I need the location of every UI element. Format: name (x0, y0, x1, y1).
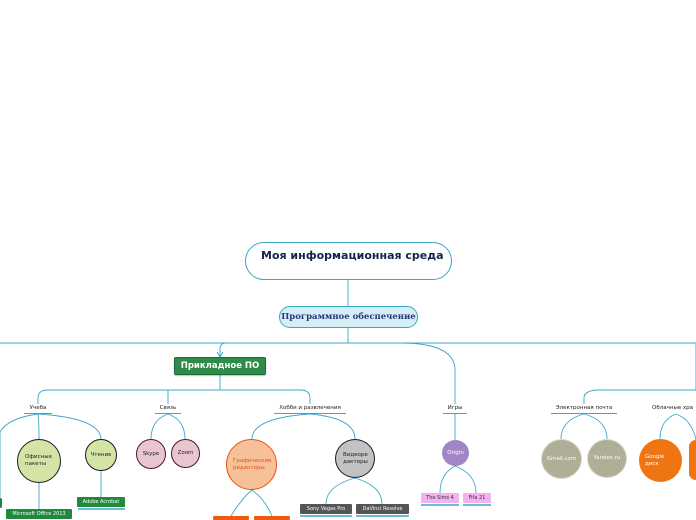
edge-to-email (583, 389, 601, 404)
root-node[interactable]: Моя информационная среда (245, 242, 452, 280)
node-yandex-label: Yandex.ru (593, 455, 621, 461)
leaf-sims[interactable]: The Sims 4 (421, 493, 459, 503)
leaf-fifa-label: Fifa 21 (468, 495, 486, 501)
edge-study-left (0, 413, 39, 433)
edge-to-hobby (299, 389, 311, 404)
edge-connection-zoom (167, 413, 186, 440)
category-games[interactable]: Игры (443, 404, 467, 414)
leaf-ms-office[interactable]: Microsoft Office 2013 (6, 509, 72, 519)
node-google-disk[interactable]: Google диск (639, 439, 682, 482)
leaf-sony-vegas[interactable]: Sony Vegas Pro (300, 504, 352, 514)
node-office-label: Офисные пакеты (25, 454, 52, 467)
leaf-partial-left[interactable] (0, 498, 2, 508)
category-connection[interactable]: Связь (155, 404, 181, 414)
main-node[interactable]: Программное обеспечение (279, 306, 418, 328)
leaf-davinci[interactable]: DaVinci Resolve (356, 504, 409, 514)
category-study[interactable]: Учеба (24, 404, 52, 414)
edge-hobby-video (309, 413, 356, 440)
leaf-sony-label: Sony Vegas Pro (306, 506, 346, 512)
node-graphic-editors[interactable]: Графические редакторы (226, 439, 277, 490)
branch-node-applied[interactable]: Прикладное ПО (174, 357, 266, 375)
node-gmail[interactable]: Gmail.com (541, 439, 582, 479)
category-study-label: Учеба (29, 405, 47, 411)
node-reading[interactable]: Чтение (85, 439, 117, 471)
edge-cloud-second (675, 413, 696, 441)
node-reading-label: Чтение (90, 451, 112, 458)
node-zoom-label: Zoom (177, 450, 194, 456)
node-office[interactable]: Офисные пакеты (17, 439, 61, 483)
edge-origin-sims (439, 465, 456, 494)
node-cloud-partial[interactable] (689, 440, 696, 480)
category-games-label: Игры (447, 405, 463, 411)
edge-email-yandex (583, 413, 608, 440)
root-title: Моя информационная среда (261, 249, 444, 262)
category-hobby[interactable]: Хобби и развлечения (274, 404, 346, 414)
edge-bus-prikl (219, 342, 227, 357)
main-node-label: Программное обеспечение (281, 312, 416, 322)
node-video-editors[interactable]: Видеоре дакторы (335, 439, 375, 478)
edge-cloud-gdisk (659, 413, 677, 440)
edge-email-gmail (560, 413, 585, 440)
leaf-adobe-label: Adobe Acrobat (82, 499, 120, 505)
node-gdisk-label: Google диск (645, 453, 665, 467)
edge-bus-games (399, 342, 456, 404)
category-email-label: Электронная почта (555, 405, 613, 411)
leaf-adobe-acrobat[interactable]: Adobe Acrobat (77, 497, 125, 507)
node-origin-label: Origin (447, 449, 464, 456)
category-hobby-label: Хобби и развлечения (279, 405, 341, 411)
edge-graphic-leaf1 (230, 489, 253, 517)
node-origin[interactable]: Origin (442, 440, 469, 466)
leaf-msoffice-label: Microsoft Office 2013 (12, 511, 66, 517)
leaf-sims-label: The Sims 4 (426, 495, 454, 501)
category-cloud-label: Облачные хра (652, 405, 694, 411)
leaf-graphic-2[interactable] (254, 516, 290, 520)
edge-study-office (37, 413, 40, 440)
category-cloud[interactable]: Облачные хра (652, 404, 696, 414)
node-skype-label: Skype (142, 450, 160, 457)
category-email[interactable]: Электронная почта (551, 404, 617, 414)
edge-hobby-graphic (251, 413, 311, 440)
node-gmail-label: Gmail.com (546, 455, 577, 462)
edge-video-sony (325, 477, 356, 505)
node-skype[interactable]: Skype (136, 439, 166, 469)
node-video-label: Видеоре дакторы (343, 451, 368, 465)
leaf-davinci-label: DaVinci Resolve (362, 506, 403, 512)
edge-connection-skype (150, 413, 169, 440)
leaf-fifa[interactable]: Fifa 21 (463, 493, 491, 503)
node-graphic-label: Графические редакторы (233, 457, 272, 471)
leaf-graphic-1[interactable] (213, 516, 249, 520)
edge-to-study (37, 389, 49, 404)
edge-study-reading (37, 413, 102, 440)
node-yandex[interactable]: Yandex.ru (587, 439, 627, 478)
edge-graphic-leaf2 (251, 489, 273, 517)
edge-origin-fifa (454, 465, 477, 494)
node-zoom[interactable]: Zoom (171, 439, 200, 468)
edge-video-davinci (354, 477, 383, 505)
category-connection-label: Связь (159, 405, 177, 411)
branch-label: Прикладное ПО (180, 361, 260, 371)
